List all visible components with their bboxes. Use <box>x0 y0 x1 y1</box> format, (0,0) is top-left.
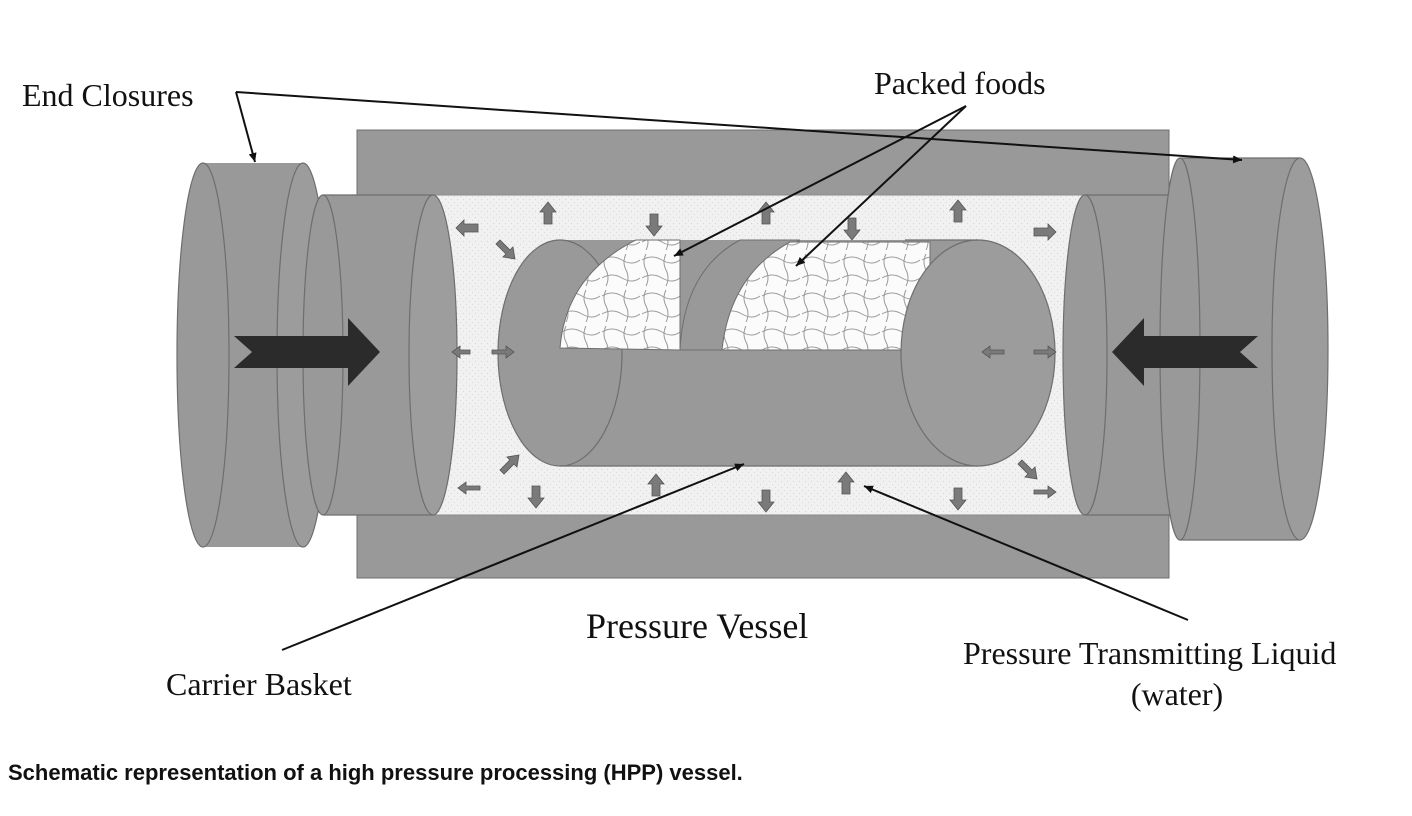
pressure-arrows <box>451 199 1057 513</box>
small-arrow <box>647 473 665 497</box>
liquid-leader <box>863 485 1189 621</box>
small-arrow <box>539 201 557 225</box>
label-pressure-vessel: Pressure Vessel <box>586 606 808 646</box>
small-arrow <box>1033 223 1057 241</box>
hpp-vessel-diagram: End Closures Packed foods Pressure Vesse… <box>22 65 1336 712</box>
small-arrow <box>1033 485 1057 499</box>
small-arrow <box>949 487 967 511</box>
small-arrow <box>527 485 545 509</box>
carrier-basket <box>497 239 1056 467</box>
label-end-closures: End Closures <box>22 77 194 113</box>
figure-caption: Schematic representation of a high press… <box>8 760 743 785</box>
leader-lines <box>235 91 1243 651</box>
small-arrow <box>491 345 515 359</box>
small-arrow <box>455 219 479 237</box>
label-liquid-line2: (water) <box>1131 676 1223 712</box>
small-arrow <box>451 345 471 359</box>
label-liquid-line1: Pressure Transmitting Liquid <box>963 635 1336 671</box>
small-arrow <box>645 213 663 237</box>
basket-window-2 <box>721 241 931 351</box>
packed-foods-leader-1 <box>673 105 967 257</box>
small-arrow <box>1017 459 1038 480</box>
small-arrow <box>757 489 775 513</box>
small-arrow <box>1033 345 1057 359</box>
small-arrow <box>495 239 516 260</box>
label-carrier-basket: Carrier Basket <box>166 666 352 702</box>
small-arrow <box>837 471 855 495</box>
left-force-arrow <box>234 318 380 386</box>
basket-window-1 <box>559 239 681 351</box>
packed-foods-leader-2 <box>795 105 967 267</box>
end-closures-left-leader <box>235 91 257 163</box>
small-arrow <box>457 481 481 495</box>
label-packed-foods: Packed foods <box>874 65 1046 101</box>
small-arrow <box>843 217 861 241</box>
carrier-basket-leader <box>281 463 745 651</box>
small-arrow <box>949 199 967 223</box>
right-force-arrow <box>1112 318 1258 386</box>
small-arrow <box>499 454 520 475</box>
end-closures-right-leader <box>235 91 1243 164</box>
small-arrow <box>981 345 1005 359</box>
